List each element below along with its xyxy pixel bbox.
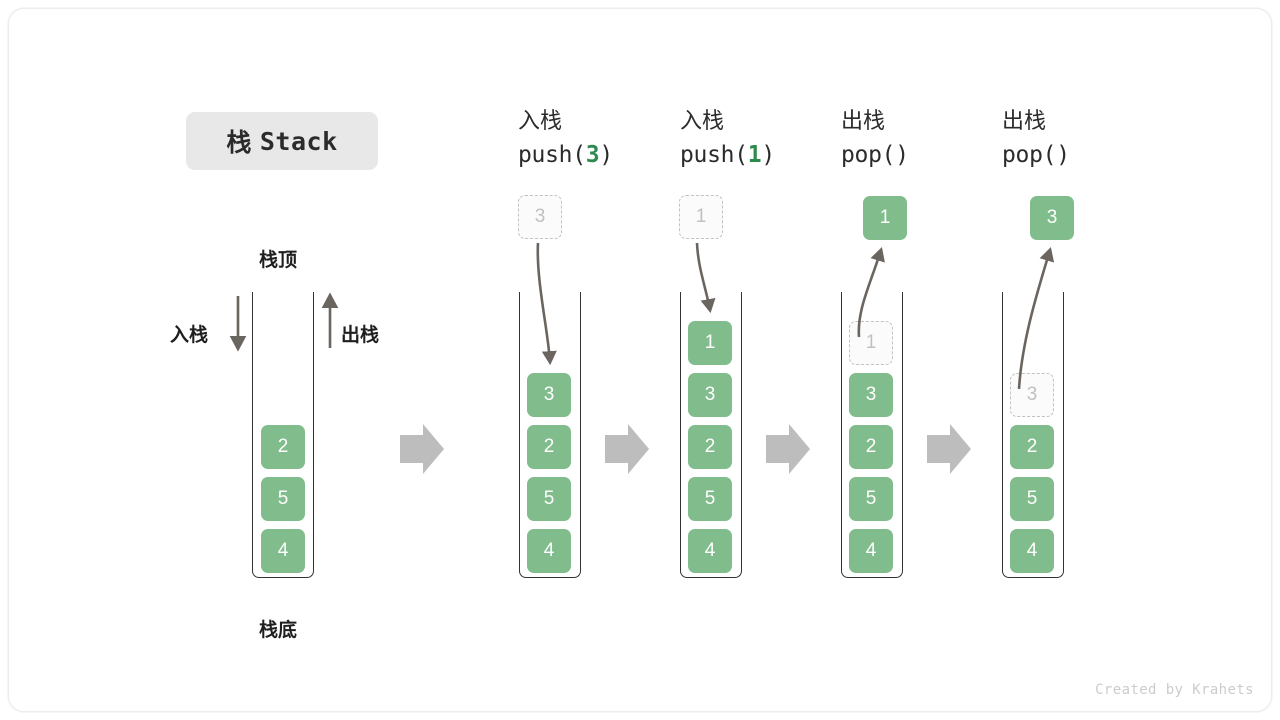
stack-cell: 5 <box>1010 477 1054 521</box>
stack-cell: 2 <box>261 425 305 469</box>
stack-cell: 5 <box>849 477 893 521</box>
step-header-2: 入栈 push(1) <box>680 104 880 172</box>
stack-container-4 <box>1002 292 1064 578</box>
floating-cell-4: 3 <box>1030 196 1074 240</box>
step-op-cn-2: 入栈 <box>680 108 725 133</box>
stack-cell: 3 <box>1010 373 1054 417</box>
stack-cell: 1 <box>688 321 732 365</box>
stack-cell: 2 <box>688 425 732 469</box>
left-push-label: 入栈 <box>170 325 209 346</box>
floating-cell-2: 1 <box>679 195 723 239</box>
step-header-1: 入栈 push(3) <box>518 104 718 172</box>
stack-container-2 <box>680 292 742 578</box>
stack-bottom-label: 栈底 <box>259 620 298 641</box>
code-suffix: ) <box>895 142 909 168</box>
title-cn: 栈 <box>226 129 252 157</box>
stack-cell: 2 <box>1010 425 1054 469</box>
code-arg: 3 <box>585 142 600 168</box>
diagram-title: 栈 Stack <box>186 112 378 170</box>
stack-container-1 <box>519 292 581 578</box>
stack-container-3 <box>841 292 903 578</box>
code-prefix: push( <box>680 142 748 168</box>
code-prefix: pop( <box>841 142 896 168</box>
stack-cell: 4 <box>849 529 893 573</box>
code-prefix: push( <box>518 142 586 168</box>
stack-cell: 3 <box>527 373 571 417</box>
step-op-code-3: pop() <box>841 138 1041 172</box>
left-pop-label: 出栈 <box>341 325 380 346</box>
stack-cell: 3 <box>849 373 893 417</box>
title-en: Stack <box>259 126 338 156</box>
stack-cell: 2 <box>527 425 571 469</box>
step-op-code-4: pop() <box>1002 138 1202 172</box>
stack-cell: 4 <box>261 529 305 573</box>
stack-cell: 1 <box>849 321 893 365</box>
floating-cell-1: 3 <box>518 195 562 239</box>
code-suffix: ) <box>599 142 613 168</box>
step-op-cn-4: 出栈 <box>1002 108 1047 133</box>
code-suffix: ) <box>761 142 775 168</box>
step-op-cn-1: 入栈 <box>518 108 563 133</box>
stack-cell: 5 <box>261 477 305 521</box>
step-op-code-2: push(1) <box>680 138 880 172</box>
stack-cell: 3 <box>688 373 732 417</box>
stack-cell: 5 <box>688 477 732 521</box>
stack-cell: 2 <box>849 425 893 469</box>
step-op-cn-3: 出栈 <box>841 108 886 133</box>
step-header-3: 出栈 pop() <box>841 104 1041 172</box>
step-op-code-1: push(3) <box>518 138 718 172</box>
stack-cell: 4 <box>1010 529 1054 573</box>
stack-cell: 4 <box>527 529 571 573</box>
step-header-4: 出栈 pop() <box>1002 104 1202 172</box>
floating-cell-3: 1 <box>863 196 907 240</box>
code-prefix: pop( <box>1002 142 1057 168</box>
stack-top-label: 栈顶 <box>259 250 298 271</box>
code-suffix: ) <box>1056 142 1070 168</box>
stack-cell: 5 <box>527 477 571 521</box>
stack-cell: 4 <box>688 529 732 573</box>
credit-text: Created by Krahets <box>1095 682 1254 698</box>
stack-container-initial <box>252 292 314 578</box>
code-arg: 1 <box>747 142 762 168</box>
